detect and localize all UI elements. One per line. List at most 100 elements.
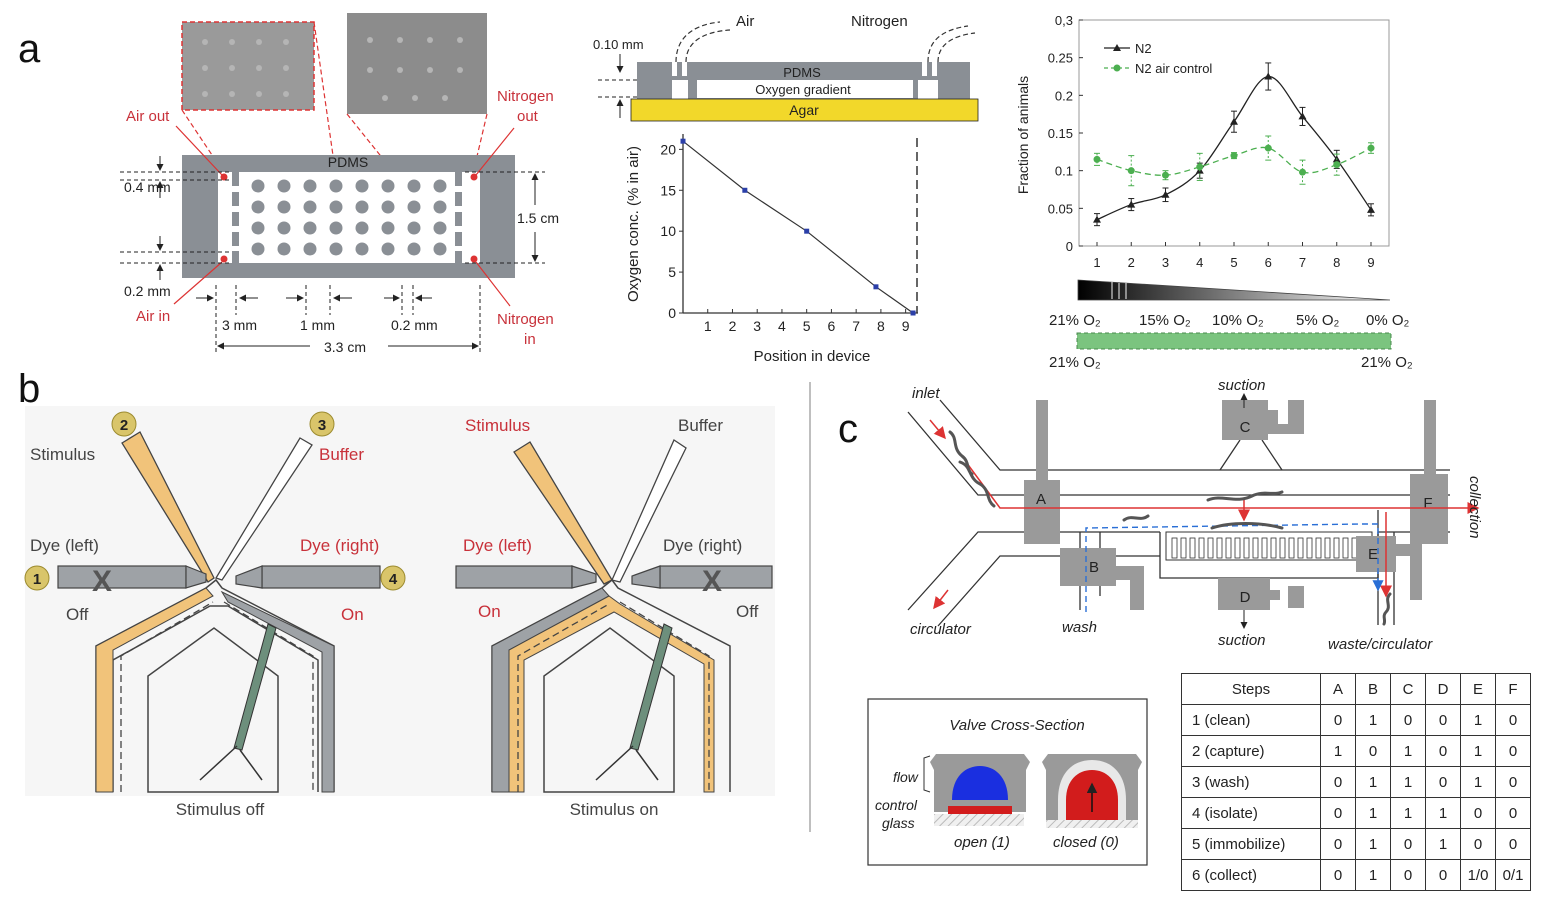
nitrogen-out-label: Nitrogen <box>497 88 554 105</box>
fraction-x-tick-label: 6 <box>1265 255 1272 270</box>
table-cell: 0 <box>1495 766 1531 798</box>
oxygen-data-point <box>804 228 810 234</box>
comb-tooth <box>1225 537 1232 559</box>
comb-tooth <box>1261 537 1268 559</box>
pdms-label: PDMS <box>328 154 368 170</box>
valve-cross-section-title: Valve Cross-Section <box>949 717 1084 734</box>
badge-1-label: 1 <box>33 571 41 588</box>
fraction-point-air-control <box>1162 171 1169 179</box>
table-cell: 0 <box>1320 859 1356 891</box>
nitrogen-in-label-2: in <box>524 331 536 348</box>
oxygen-gradient-bar <box>1077 279 1391 301</box>
table-cell: 0 <box>1460 828 1496 860</box>
fraction-point-air-control <box>1093 155 1101 163</box>
device-cross-section: Air Nitrogen 0.10 mm PDMS Oxygen gradien… <box>593 13 979 122</box>
fraction-point-n2 <box>1230 117 1238 125</box>
dim-1mm: 1 mm <box>300 317 335 333</box>
comb-tooth <box>1198 537 1205 559</box>
oxygen-x-tick-label: 5 <box>803 318 811 334</box>
air-out-label: Air out <box>126 108 170 125</box>
fraction-point-n2 <box>1298 112 1307 120</box>
table-cell: 4 (isolate) <box>1181 797 1321 829</box>
collection-label: collection <box>1466 476 1483 539</box>
oxygen-x-tick-label: 1 <box>704 318 712 334</box>
panel-label-b: b <box>18 367 40 411</box>
table-cell: 0 <box>1390 704 1426 736</box>
table-cell: 1 <box>1460 704 1496 736</box>
dye-right-label-left: Dye (right) <box>300 536 379 555</box>
legend-n2: N2 <box>1135 41 1152 56</box>
fraction-point-air-control <box>1230 152 1238 160</box>
open-valve-flow <box>952 766 1008 800</box>
wash-flow-path <box>1085 523 1384 612</box>
control-label: control <box>875 797 918 813</box>
table-cell: 0 <box>1320 766 1356 798</box>
gradient-label-21: 21% O₂ <box>1049 312 1101 329</box>
fraction-point-air-control <box>1264 144 1272 152</box>
inlet-label: inlet <box>912 385 940 402</box>
comb-tooth <box>1288 537 1295 559</box>
oxygen-y-tick-label: 10 <box>660 223 676 239</box>
comb-tooth <box>1252 537 1259 559</box>
table-cell: 1 <box>1390 797 1426 829</box>
open-label: open (1) <box>954 834 1010 851</box>
worms <box>948 430 1392 626</box>
fraction-series-line-n2 <box>1096 75 1372 221</box>
comb-tooth <box>1216 537 1223 559</box>
off-label-right: Off <box>736 602 759 621</box>
table-cell: 0 <box>1425 704 1461 736</box>
agar-layer <box>630 98 979 122</box>
off-label-left: Off <box>66 605 89 624</box>
fraction-x-tick-label: 3 <box>1162 255 1169 270</box>
comb-tooth <box>1333 537 1340 559</box>
gradient-label-0: 0% O₂ <box>1366 312 1410 329</box>
immobilization-comb <box>1165 531 1373 561</box>
table-cell: 1 <box>1390 766 1426 798</box>
fraction-series-line-air-control <box>1096 146 1372 176</box>
fraction-y-label: Fraction of animals <box>1015 76 1031 194</box>
oxygen-x-tick-label: 2 <box>729 318 737 334</box>
air-in-label: Air in <box>136 308 170 325</box>
dim-02mm: 0.2 mm <box>124 283 171 299</box>
table-cell: 0/1 <box>1495 859 1531 891</box>
buffer-label-right: Buffer <box>678 416 723 435</box>
table-header: F <box>1495 673 1531 705</box>
comb-tooth <box>1234 537 1241 559</box>
valve-steps-table: Steps A B C D E F 1 (clean) 0 1 0 0 1 0 … <box>1181 673 1531 891</box>
table-cell: 0 <box>1495 735 1531 767</box>
oxygen-x-tick-label: 4 <box>778 318 786 334</box>
gradient-label-10: 10% O₂ <box>1212 312 1264 329</box>
badge-3-label: 3 <box>318 417 326 434</box>
on-label-left: On <box>341 605 364 624</box>
fraction-y-tick-label: 0.2 <box>1055 88 1073 103</box>
badge-3 <box>309 411 335 437</box>
table-cell: 0 <box>1495 704 1531 736</box>
fraction-x-tick-label: 7 <box>1299 255 1306 270</box>
table-cell: 3 (wash) <box>1181 766 1321 798</box>
comb-tooth <box>1324 537 1331 559</box>
oxygen-y-tick-label: 15 <box>660 182 676 198</box>
fraction-x-tick-label: 2 <box>1128 255 1135 270</box>
table-cell: 0 <box>1320 797 1356 829</box>
nitrogen-out-label-2: out <box>517 108 539 125</box>
valve-cross-section: Valve Cross-Section flow control glass o… <box>867 698 1148 866</box>
fraction-point-n2 <box>1127 200 1136 208</box>
oxygen-y-tick-label: 0 <box>668 305 676 321</box>
table-header-row: Steps A B C D E F <box>1181 673 1531 705</box>
comb-tooth <box>1342 537 1349 559</box>
worm-sorter-device <box>907 399 1450 627</box>
valves <box>1024 400 1448 610</box>
valve-b-label: B <box>1089 559 1099 576</box>
dim-33cm: 3.3 cm <box>324 339 366 355</box>
stimulus-label-right: Stimulus <box>465 416 530 435</box>
fraction-x-tick-label: 5 <box>1230 255 1237 270</box>
table-cell: 2 (capture) <box>1181 735 1321 767</box>
oxygen-series-line <box>682 140 914 314</box>
fraction-x-tick-label: 4 <box>1196 255 1203 270</box>
fraction-legend: N2 N2 air control <box>1104 41 1212 76</box>
oxygen-data-point <box>910 310 916 316</box>
nitrogen-label: Nitrogen <box>851 13 908 30</box>
oxygen-data-point <box>742 187 748 193</box>
comb-tooth <box>1315 537 1322 559</box>
